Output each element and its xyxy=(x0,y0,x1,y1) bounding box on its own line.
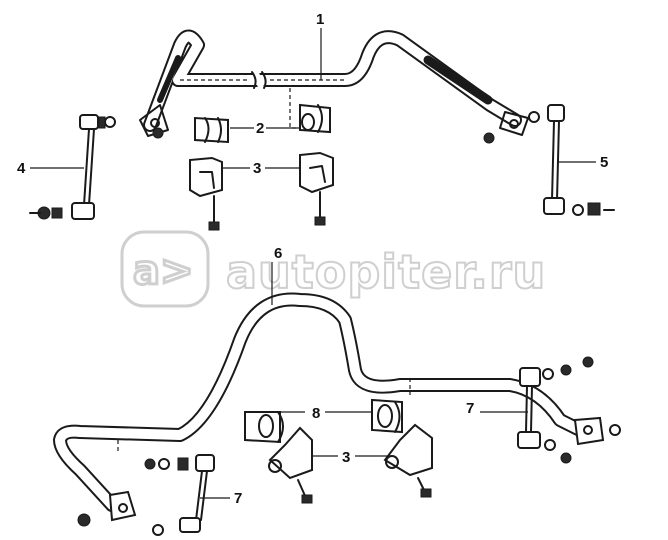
callout-6: 6 xyxy=(274,245,282,262)
callout-1: 1 xyxy=(316,11,324,28)
leader-lines xyxy=(30,28,596,499)
callout-4: 4 xyxy=(17,160,26,177)
callout-3-top: 3 xyxy=(253,160,261,177)
bushing-8-right xyxy=(371,398,403,434)
bracket-3-left xyxy=(189,156,223,231)
stabilizer-link-4 xyxy=(29,114,164,220)
callout-2: 2 xyxy=(256,120,264,137)
watermark-text: autopiter.ru xyxy=(226,245,546,299)
bracket-3-bottom-left xyxy=(268,426,313,504)
bracket-3-bottom-right xyxy=(383,423,433,498)
watermark-logo-glyph: a> xyxy=(133,248,194,294)
stabilizer-link-5 xyxy=(483,104,615,216)
watermark-logo-icon xyxy=(120,230,210,308)
front-stabilizer-bar xyxy=(139,29,529,137)
callout-7-left: 7 xyxy=(234,490,242,507)
bushing-2-right xyxy=(299,103,331,134)
watermark: a> autopiter.ru xyxy=(120,230,546,308)
callout-8: 8 xyxy=(312,405,320,422)
bracket-3-right xyxy=(299,151,334,226)
rear-link-7-right xyxy=(517,356,621,464)
rear-stabilizer-bar xyxy=(53,292,587,512)
callout-3-bottom: 3 xyxy=(342,449,350,466)
bushing-2-left xyxy=(194,116,229,144)
callout-7-right: 7 xyxy=(466,400,474,417)
callout-5: 5 xyxy=(600,154,608,171)
rear-link-7-left xyxy=(77,454,215,536)
bushing-8-left xyxy=(244,411,284,444)
callouts: 1 2 3 4 5 6 7 8 3 7 xyxy=(17,11,608,507)
